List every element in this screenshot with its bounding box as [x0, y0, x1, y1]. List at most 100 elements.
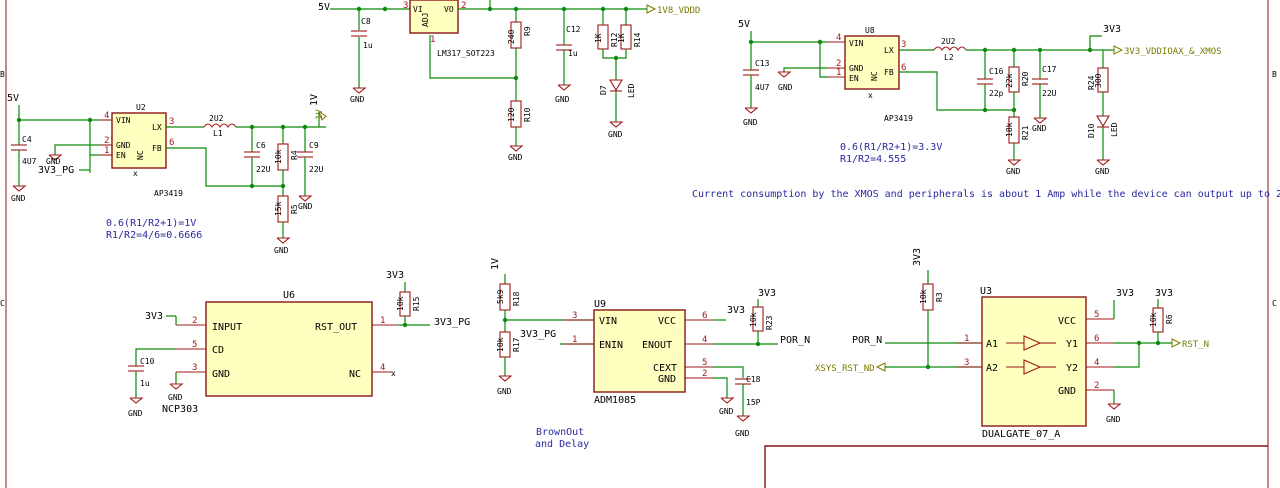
u8-pin-gnd: GND [849, 64, 864, 73]
r6-value: 10k [1149, 312, 1158, 327]
r18-value: 5k9 [496, 289, 505, 304]
u6-pin-gnd: GND [212, 369, 230, 380]
u9-pin-enout: ENOUT [642, 340, 672, 351]
global-label-3v3-io: 3V3_VDDIOAX_&_XMOS [1124, 47, 1222, 57]
u9-brownout-block: 1V 5k9 R18 10k R17 GND 3V3_PG U9 ADM1085… [490, 258, 810, 450]
frame-mark-right-b: B [1272, 70, 1277, 79]
u2-equation-1: 0.6(R1/R2+1)=1V [106, 218, 196, 229]
r12-ref: R12 [610, 32, 619, 47]
brownout-note-2: and Delay [535, 439, 589, 450]
d10-led-symbol [1096, 115, 1110, 128]
c4-value: 4U7 [22, 157, 37, 166]
r10-value: 120 [507, 107, 516, 122]
r18-ref: R18 [512, 291, 521, 306]
u3-value: DUALGATE_07_A [982, 429, 1060, 440]
ldo-block: 5V C8 1u GND VI VO ADJ 3 2 1 LM317_SOT22… [318, 0, 700, 162]
u9-value: ADM1085 [594, 395, 636, 406]
u2-pg-net: 3V3_PG [38, 165, 74, 176]
r5-value: 15k [274, 201, 283, 216]
u3-pin6: 6 [1094, 334, 1099, 344]
r21-ref: R21 [1021, 125, 1030, 140]
u2-pin-vin: VIN [116, 116, 131, 125]
u9-pin-cext: CEXT [653, 363, 677, 374]
r5-ref: R5 [290, 204, 299, 214]
r3-ref: R3 [935, 292, 944, 302]
c18-ref: C18 [746, 375, 761, 384]
ldo-pin-vo: VO [444, 5, 454, 14]
u2-pin6: 6 [169, 138, 174, 148]
u9-pin6: 6 [702, 311, 707, 321]
u6-pin4: 4 [380, 363, 385, 373]
r20-ref: R20 [1021, 71, 1030, 86]
gnd-c13: GND [743, 118, 758, 127]
d10-value: LED [1110, 122, 1119, 137]
d7-value: LED [627, 83, 636, 98]
frame-mark-right-c: C [1272, 299, 1277, 308]
ldo-ref: LM317_SOT223 [437, 49, 495, 58]
u2-body [111, 112, 167, 169]
u3-body [981, 296, 1087, 427]
r15-value: 10k [396, 296, 405, 311]
global-label-rst-n: RST_N [1182, 340, 1209, 350]
power-5v-u8: 5V [738, 19, 750, 30]
u8-nc-mark: x [868, 91, 873, 100]
u9-pin-gnd: GND [658, 374, 676, 385]
u3-pin2: 2 [1094, 381, 1099, 391]
c17-ref: C17 [1042, 65, 1057, 74]
r14-ref: R14 [633, 32, 642, 47]
gnd-c17: GND [1032, 124, 1047, 133]
l1-ref: L1 [213, 129, 223, 138]
power-3v3-u3: 3V3 [1116, 288, 1134, 299]
gnd-c18: GND [735, 429, 750, 438]
gnd-r10: GND [508, 153, 523, 162]
u8-value: AP3419 [884, 114, 913, 123]
power-5v-label: 5V [318, 2, 330, 13]
gnd-d10: GND [1095, 167, 1110, 176]
u2-pin1: 1 [104, 146, 109, 156]
u3-pin1: 1 [964, 334, 969, 344]
gnd-u2: GND [46, 157, 61, 166]
global-label-xsys-rst: XSYS_RST_ND [815, 364, 875, 374]
r12-value: 1K [594, 33, 603, 43]
r3-value: 10k [919, 289, 928, 304]
c8-value: 1u [363, 41, 373, 50]
u6-pin-nc: NC [349, 369, 361, 380]
u9-pin-enin: ENIN [599, 340, 623, 351]
u6-pin3: 3 [192, 363, 197, 373]
c6-ref: C6 [256, 141, 266, 150]
u3-por-net: POR_N [852, 335, 882, 346]
c10-ref: C10 [140, 357, 155, 366]
gnd-u8: GND [778, 83, 793, 92]
gnd-d7: GND [608, 130, 623, 139]
d7-led-symbol [609, 79, 623, 92]
u8-pin3: 3 [901, 40, 906, 50]
global-label-1v: 1V [315, 109, 325, 120]
buffer-gate-2-icon [1006, 359, 1056, 375]
r14-value: 1K [617, 33, 626, 43]
u9-pin-vcc: VCC [658, 316, 676, 327]
u2-pin-nc: NC [136, 150, 145, 160]
gnd-u6: GND [168, 393, 183, 402]
brownout-note-1: BrownOut [536, 427, 584, 438]
u8-pin-vin: VIN [849, 39, 864, 48]
power-3v3-u8: 3V3 [1103, 24, 1121, 35]
c18-value: 15P [746, 398, 761, 407]
l2-value: 2U2 [941, 37, 956, 46]
l2-inductor [933, 46, 967, 51]
gnd-u3: GND [1106, 415, 1121, 424]
power-3v3-r23: 3V3 [758, 288, 776, 299]
u8-body [844, 35, 900, 90]
u8-pin1: 1 [836, 68, 841, 78]
u8-buck-block: 5V C13 4U7 GND GND VIN GND EN LX FB NC 4… [692, 19, 1280, 200]
frame-mark-left-b: B [0, 70, 5, 79]
c12-ref: C12 [566, 25, 581, 34]
r23-value: 10k [749, 312, 758, 327]
u6-pg-net: 3V3_PG [434, 317, 470, 328]
l2-ref: L2 [944, 53, 954, 62]
d7-ref: D7 [599, 85, 608, 95]
ldo-adj-label: ADJ [421, 13, 430, 27]
u2-ref: U2 [136, 103, 146, 112]
u6-input-net: 3V3 [145, 311, 163, 322]
power-3v3-r3: 3V3 [912, 248, 923, 266]
